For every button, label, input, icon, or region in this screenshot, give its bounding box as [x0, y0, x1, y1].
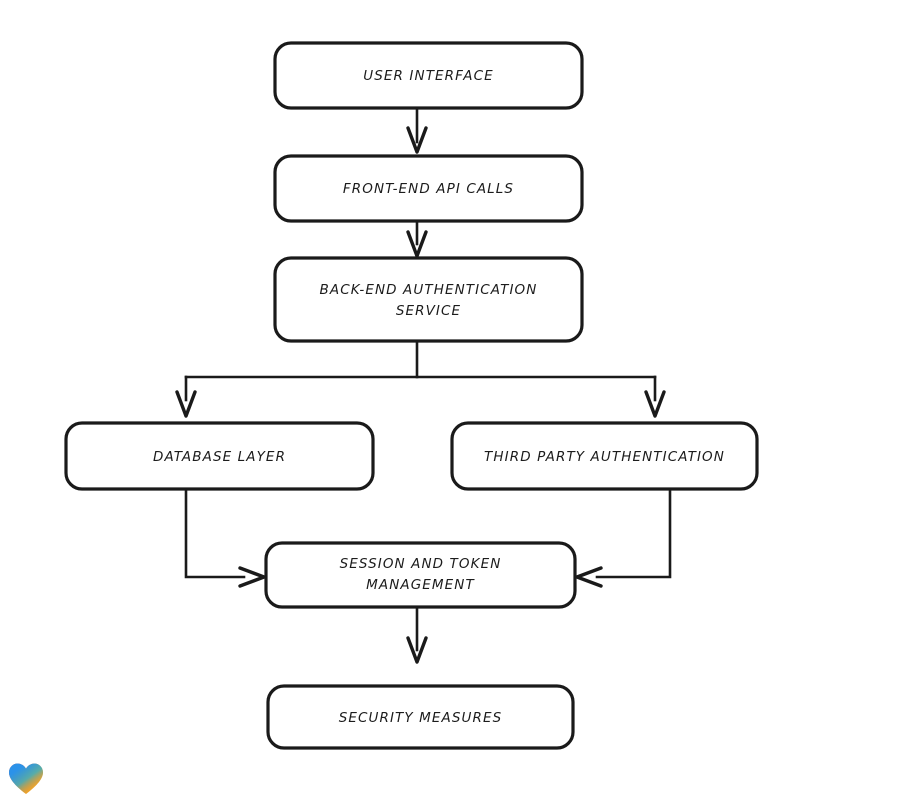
edge-session-token-to-security-measures — [406, 605, 428, 664]
node-back-end-auth-label-line2: SERVICE — [396, 303, 461, 319]
edge-back-end-auth-branch-bus — [184, 339, 657, 379]
node-third-party-auth[interactable]: THIRD PARTY AUTHENTICATION — [450, 421, 759, 491]
node-back-end-auth-box[interactable] — [273, 256, 584, 343]
node-front-end-api-calls[interactable]: FRONT-END API CALLS — [273, 154, 584, 223]
node-database-layer-label: DATABASE LAYER — [153, 449, 286, 465]
edge-third-party-auth-to-session-token — [575, 487, 672, 588]
node-front-end-api-calls-label: FRONT-END API CALLS — [343, 181, 514, 197]
heart-icon-overlay — [9, 763, 43, 794]
node-front-end-api-calls-box[interactable] — [273, 154, 584, 223]
node-session-token[interactable]: SESSION AND TOKEN MANAGEMENT — [264, 541, 577, 609]
edge-database-layer-to-session-token — [184, 487, 266, 588]
node-session-token-box[interactable] — [264, 541, 577, 609]
node-session-token-label-line2: MANAGEMENT — [366, 577, 475, 593]
node-security-measures-box[interactable] — [266, 684, 575, 750]
node-third-party-auth-label: THIRD PARTY AUTHENTICATION — [484, 449, 725, 465]
edge-user-interface-to-front-end-api-calls — [406, 106, 428, 154]
node-third-party-auth-box[interactable] — [450, 421, 759, 491]
node-database-layer[interactable]: DATABASE LAYER — [64, 421, 375, 491]
node-back-end-auth-label-line1: BACK-END AUTHENTICATION — [320, 282, 538, 298]
node-security-measures[interactable]: SECURITY MEASURES — [266, 684, 575, 750]
node-session-token-label-line1: SESSION AND TOKEN — [340, 556, 502, 572]
node-user-interface[interactable]: USER INTERFACE — [273, 41, 584, 110]
edge-front-end-api-calls-to-back-end-auth — [406, 219, 428, 258]
edge-back-end-auth-to-third-party-auth — [644, 375, 666, 418]
node-security-measures-label: SECURITY MEASURES — [339, 710, 503, 726]
node-back-end-auth[interactable]: BACK-END AUTHENTICATION SERVICE — [273, 256, 584, 343]
node-database-layer-box[interactable] — [64, 421, 375, 491]
node-user-interface-box[interactable] — [273, 41, 584, 110]
edge-back-end-auth-to-database-layer — [175, 375, 197, 418]
heart-icon — [9, 763, 43, 794]
node-user-interface-label: USER INTERFACE — [363, 68, 493, 84]
